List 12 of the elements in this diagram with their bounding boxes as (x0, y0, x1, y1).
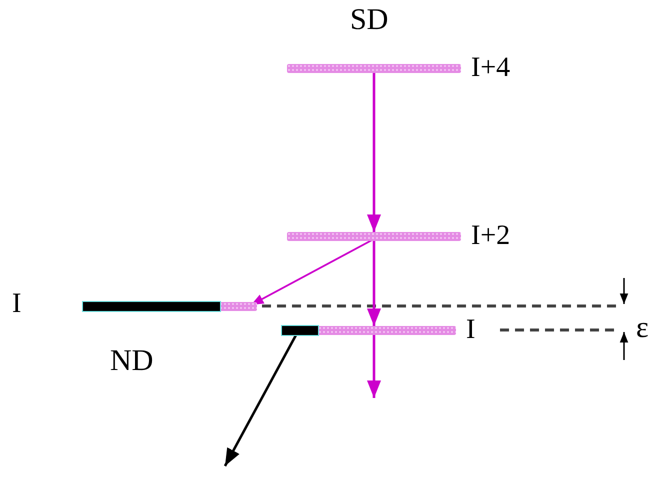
level-label: I+4 (471, 53, 510, 83)
level-scheme-heading: SD (350, 4, 388, 36)
arrow (250, 238, 374, 306)
level-label: I (466, 315, 476, 345)
arrow (367, 335, 381, 398)
level-label: I (12, 289, 22, 319)
level-label: I+2 (471, 221, 510, 251)
band-label: ND (110, 345, 154, 377)
arrow (367, 241, 381, 326)
arrow (224, 334, 298, 467)
arrow (367, 73, 381, 232)
gap-label: ε (636, 312, 649, 344)
